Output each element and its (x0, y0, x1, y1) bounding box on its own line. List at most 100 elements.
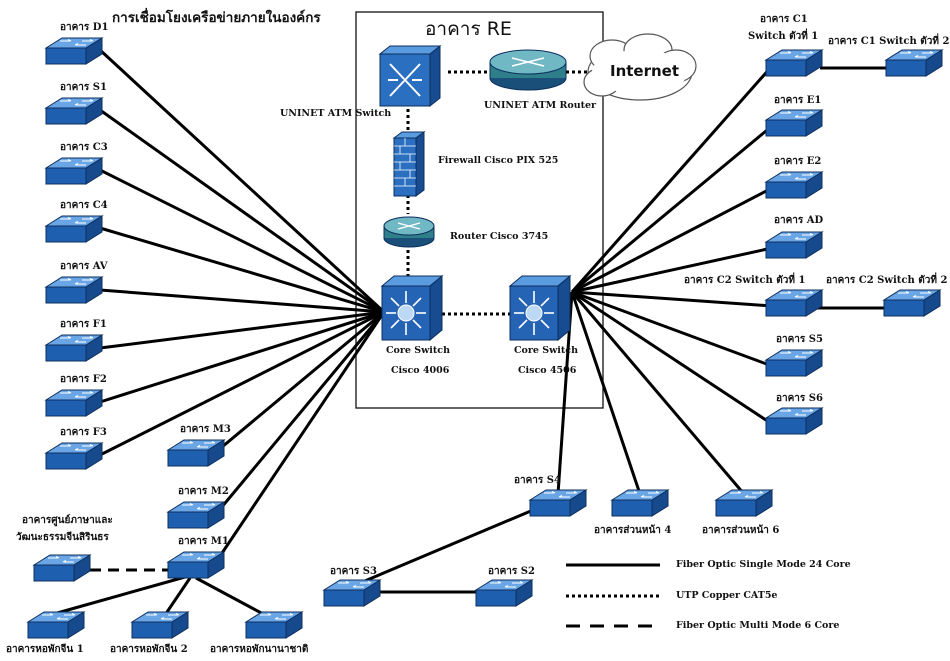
fiber-link (571, 290, 773, 308)
label-ad: อาคาร AD (774, 215, 824, 226)
switch-s1-icon (45, 97, 103, 125)
switch-e1-icon (765, 109, 823, 137)
label-s4: อาคาร S4 (514, 475, 561, 486)
switch-c3-icon (45, 157, 103, 185)
switch-m3-icon (167, 439, 225, 467)
switch-f3-icon (45, 442, 103, 470)
re-building-title: อาคาร RE (425, 18, 512, 40)
utp-links (406, 70, 510, 316)
atm-switch-icon (378, 44, 442, 108)
label-e1: อาคาร E1 (774, 95, 822, 106)
firewall-label: Firewall Cisco PIX 525 (438, 155, 559, 166)
core-switch-4006-icon (381, 275, 443, 341)
switch-m1-icon (167, 551, 225, 579)
fiber-link (571, 246, 773, 294)
label-s5: อาคาร S5 (776, 334, 823, 345)
switch-s6-icon (765, 407, 823, 435)
switch-c1-1-icon (765, 49, 823, 77)
fiber-link (98, 48, 386, 314)
switch-front4-icon (611, 489, 669, 517)
firewall-icon (392, 131, 426, 197)
switch-dorm2-icon (131, 611, 189, 639)
switch-d1-icon (45, 37, 103, 65)
label-front4: อาคารส่วนหน้า 4 (594, 525, 672, 536)
core2-label-a: Core Switch (514, 345, 578, 356)
switch-e2-icon (765, 171, 823, 199)
label-d1: อาคาร D1 (60, 22, 109, 33)
re-building-frame (355, 11, 604, 409)
fiber-link (99, 310, 385, 457)
legend-dotted-label: UTP Copper CAT5e (676, 590, 778, 601)
label-s3: อาคาร S3 (330, 566, 377, 577)
label-lang-1: อาคารศูนย์ภาษาและ (22, 515, 113, 526)
fiber-link (99, 310, 385, 350)
internet-cloud-icon (583, 33, 697, 101)
fiber-link (570, 65, 774, 293)
internet-label: Internet (610, 62, 680, 80)
fiber-links-core2 (556, 65, 774, 495)
atm-router-icon (489, 49, 567, 91)
label-c3: อาคาร C3 (60, 142, 108, 153)
label-dorm1: อาคารหอพักจีน 1 (6, 644, 84, 655)
label-lang-2: วัฒนะธรรมจีนสิรินธร (16, 532, 109, 543)
atm-router-label: UNINET ATM Router (484, 100, 597, 111)
switch-dorm-intl-icon (245, 611, 303, 639)
switch-m2-icon (167, 501, 225, 529)
fiber-links-misc (49, 66, 895, 617)
core2-label-b: Cisco 4506 (518, 365, 577, 376)
label-c1-2: Switch ตัวที่ 1 (748, 31, 819, 42)
atm-switch-label: UNINET ATM Switch (280, 108, 392, 119)
switch-c2-1-icon (765, 289, 823, 317)
fiber-link (99, 226, 385, 314)
label-f3: อาคาร F3 (60, 427, 107, 438)
fiber-link (99, 310, 385, 404)
router-label: Router Cisco 3745 (450, 231, 549, 242)
fiber-link (571, 290, 773, 426)
core1-label-b: Cisco 4006 (391, 365, 450, 376)
fiber-link (571, 290, 773, 368)
switch-lang-icon (33, 554, 91, 582)
label-c2-sw2: อาคาร C2 Switch ตัวที่ 2 (826, 275, 948, 286)
switch-s4-icon (529, 489, 587, 517)
legend-solid-label: Fiber Optic Single Mode 24 Core (676, 559, 851, 570)
label-m3: อาคาร M3 (180, 424, 231, 435)
label-f1: อาคาร F1 (60, 319, 107, 330)
switch-s3-icon (323, 579, 381, 607)
fiber-link (99, 288, 385, 314)
label-s1: อาคาร S1 (60, 82, 107, 93)
label-f2: อาคาร F2 (60, 374, 107, 385)
fiber-links-core1 (98, 48, 386, 563)
label-dorm2: อาคารหอพักจีน 2 (110, 644, 188, 655)
fiber-link (571, 124, 773, 294)
legend-dashed-label: Fiber Optic Multi Mode 6 Core (676, 620, 840, 631)
fiber-link (214, 311, 386, 515)
fiber-link (215, 310, 385, 454)
label-av: อาคาร AV (60, 261, 108, 272)
label-c1-1: อาคาร C1 (760, 14, 808, 25)
diagram-title: การเชื่อมโยงเครือข่ายภายในองค์กร (112, 10, 321, 26)
switch-av-icon (45, 276, 103, 304)
label-s2: อาคาร S2 (488, 566, 535, 577)
router-icon (383, 216, 435, 248)
fiber-link (99, 168, 385, 314)
fiber-link (99, 108, 385, 314)
label-c1-sw2: อาคาร C1 Switch ตัวที่ 2 (828, 36, 950, 47)
label-c2-sw1: อาคาร C2 Switch ตัวที่ 1 (684, 275, 806, 286)
fiber-link (214, 311, 386, 563)
switch-f1-icon (45, 334, 103, 362)
label-front6: อาคารส่วนหน้า 6 (702, 525, 780, 536)
label-s6: อาคาร S6 (776, 393, 823, 404)
fiber-link (570, 291, 642, 495)
switch-c2-2-icon (883, 289, 941, 317)
label-dorm-intl: อาคารหอพักนานาชาติ (210, 644, 309, 655)
switch-front6-icon (715, 489, 773, 517)
label-m2: อาคาร M2 (178, 486, 229, 497)
label-c4: อาคาร C4 (60, 200, 108, 211)
switch-f2-icon (45, 389, 103, 417)
switch-c4-icon (45, 215, 103, 243)
switch-s5-icon (765, 349, 823, 377)
label-m1: อาคาร M1 (178, 536, 229, 547)
switch-dorm1-icon (27, 611, 85, 639)
fiber-link (571, 186, 773, 294)
